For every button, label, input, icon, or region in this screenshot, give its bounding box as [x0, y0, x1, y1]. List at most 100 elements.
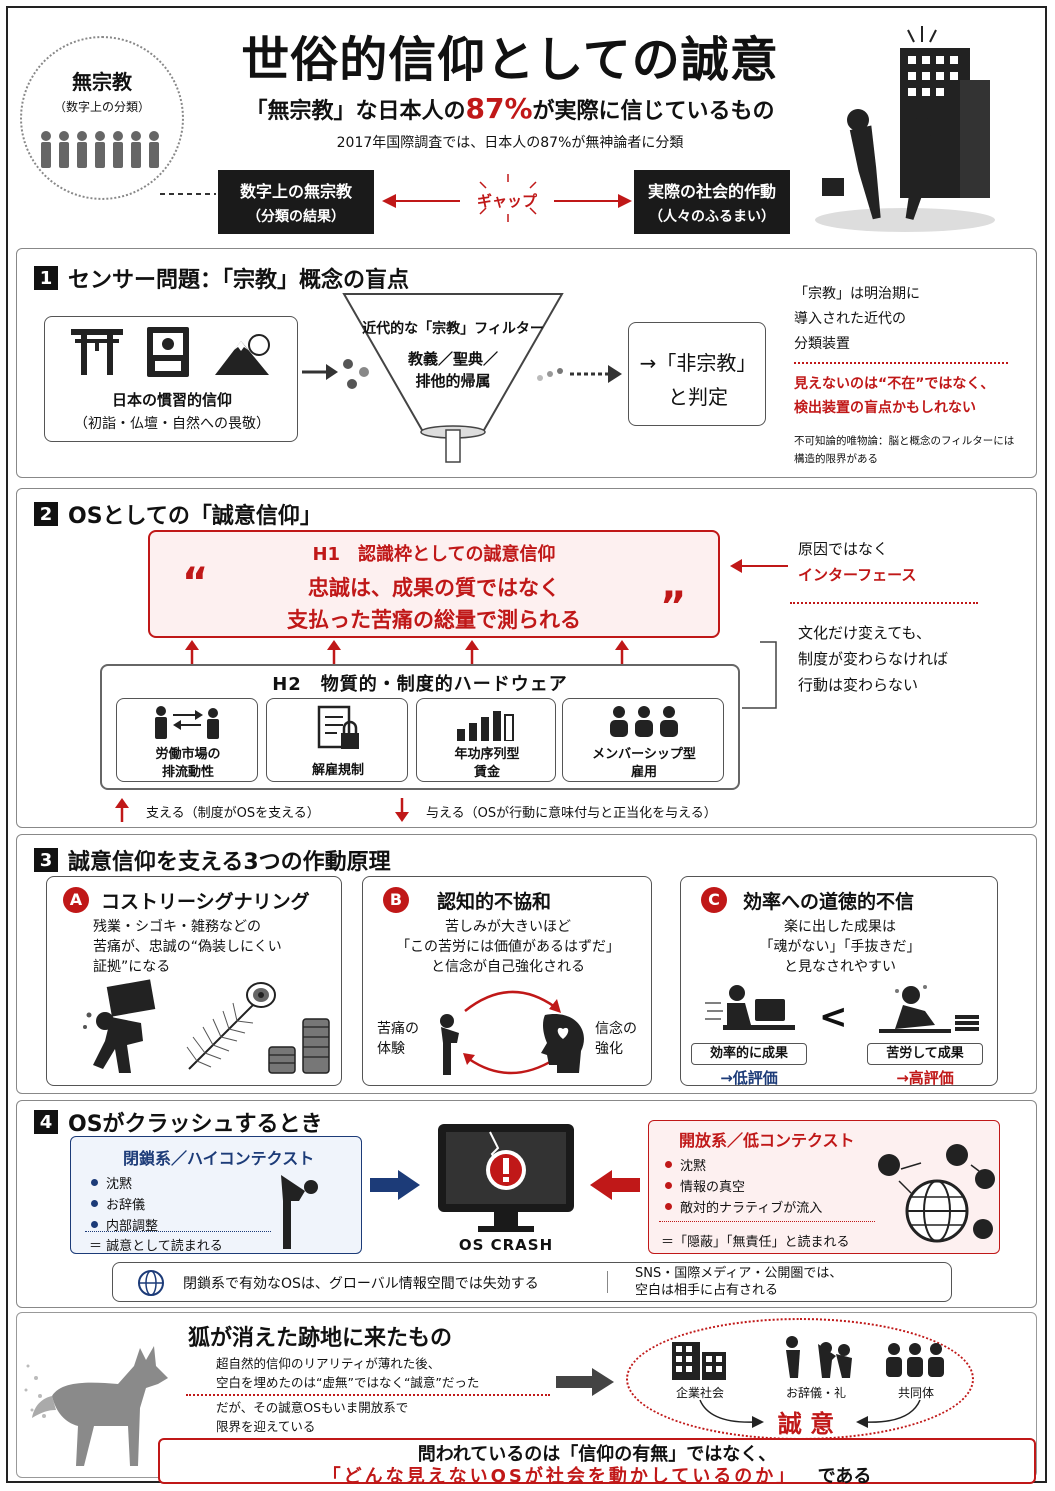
open-item: 敵対的ナラティブが流入	[665, 1197, 822, 1216]
arrow-closed-to-crash	[370, 1170, 420, 1200]
h2-frame: H2 物質的・制度的ハードウェア	[100, 664, 740, 790]
final-message-box: 問われているのは「信仰の有無」ではなく、 「どんな見えないOSが社会を動かしてい…	[158, 1438, 1036, 1487]
s1-note-2: 導入された近代の	[794, 311, 906, 327]
final-line-2-tail: である	[817, 1466, 872, 1487]
s5-l2: 空白を埋めたのは“虚無”ではなく“誠意”だった	[216, 1375, 480, 1390]
section-2-header: 2 OSとしての「誠意信仰」	[34, 498, 322, 530]
card-4-l2: 雇用	[630, 765, 657, 780]
s5-text-1: 超自然的信仰のリアリティが薄れた後、 空白を埋めたのは“虚無”ではなく“誠意”だ…	[216, 1354, 479, 1392]
filter-title: 近代的な「宗教」フィルター	[362, 321, 544, 337]
up-arrows-h2	[185, 640, 629, 666]
section-3-title: 誠意信仰を支える3つの作動原理	[68, 850, 391, 875]
final-line-2: 「どんな見えないOSが社会を動かしているのか」 である	[160, 1462, 1034, 1488]
result-line-2: と判定	[668, 385, 728, 409]
s1-red-note-2: 検出装置の盲点かもしれない	[794, 400, 976, 416]
bowing-pair-icon	[786, 1336, 852, 1378]
open-item: 情報の真空	[665, 1176, 822, 1195]
global-bar: 閉鎖系で有効なOSは、グローバル情報空間では失効する SNS・国際メディア・公開…	[112, 1262, 952, 1302]
section-4-title: OSがクラッシュするとき	[68, 1112, 323, 1137]
gap-label: ギャップ	[476, 192, 537, 210]
global-bar-left: 閉鎖系で有効なOSは、グローバル情報空間では失効する	[183, 1276, 539, 1292]
principle-c-title: 効率への道徳的不信	[743, 891, 915, 913]
badge-b: B	[383, 887, 409, 913]
struggle-label: 苦労して成果	[867, 1043, 983, 1065]
section-3	[16, 834, 1037, 1094]
circle-subtitle: （数字上の分類）	[53, 100, 150, 114]
card-1-l1: 労働市場の	[155, 747, 221, 762]
s5-l1: 超自然的信仰のリアリティが薄れた後、	[216, 1356, 441, 1371]
belief-l2: 強化	[595, 1041, 623, 1057]
closed-item: 沈黙	[91, 1173, 158, 1192]
section-1-number: 1	[34, 266, 58, 290]
section-4	[16, 1100, 1037, 1308]
dots-in	[343, 359, 369, 389]
open-quote: “	[182, 560, 209, 606]
bracket-line	[742, 641, 777, 709]
principle-c-l1: 楽に出した成果は	[784, 919, 896, 935]
custom-beliefs-label: 日本の慣習的信仰	[111, 391, 232, 409]
people-transfer-icon	[155, 706, 219, 739]
global-bar-right: SNS・国際メディア・公開圏では、 空白は相手に占有される	[635, 1265, 842, 1299]
community-label: 共同体	[897, 1386, 934, 1400]
closed-list: 沈黙 お辞儀 内部調整	[91, 1171, 158, 1236]
badge-c: C	[701, 887, 727, 913]
card-4-l1: メンバーシップ型	[592, 747, 696, 762]
bar-chart-icon	[457, 711, 514, 741]
give-label: 与える（OSが行動に意味付与と正当化を与える）	[426, 806, 717, 821]
card-labor-market: 労働市場の 排流動性	[116, 698, 258, 782]
efficient-eval: →低評価	[720, 1069, 778, 1087]
principle-b-card: B 認知的不協和 苦しみが大きいほど 「この苦労には価値があるはずだ」 と信念が…	[362, 876, 652, 1086]
section-2-title: OSとしての「誠意信仰」	[68, 504, 322, 529]
s1-note-1: 「宗教」は明治期に	[794, 286, 920, 302]
principle-c-text: 楽に出した成果は 「魂がない」「手抜きだ」 と見なされやすい	[681, 917, 999, 977]
funnel-icon	[342, 293, 564, 463]
s2-side-bottom: 文化だけ変えても、 制度が変わらなければ 行動は変わらない	[798, 620, 948, 698]
social-box-line1: 実際の社会的作動	[647, 182, 776, 201]
subtitle-prefix: 「無宗教」な日本人の	[245, 99, 466, 124]
burst-lines	[479, 174, 537, 222]
open-list: 沈黙 情報の真空 敵対的ナラティブが流入	[665, 1153, 822, 1218]
people-icon	[41, 131, 159, 168]
section-4-number: 4	[34, 1110, 58, 1134]
s2-side-4: 制度が変わらなければ	[798, 650, 949, 668]
section-2	[16, 488, 1037, 828]
office-bowing-illustration	[815, 26, 995, 232]
principle-c-l3: と見なされやすい	[784, 959, 896, 975]
closed-title: 閉鎖系／ハイコンテクスト	[123, 1149, 315, 1168]
principle-a-l3: 証拠”になる	[93, 959, 171, 975]
s1-red-note: 見えないのは“不在”ではなく、 検出装置の盲点かもしれない	[794, 372, 994, 420]
final-line-2-main: 「どんな見えないOSが社会を動かしているのか」	[322, 1466, 798, 1487]
section-1-title: センサー問題：「宗教」概念の盲点	[68, 268, 410, 293]
s2-side-3: 文化だけ変えても、	[798, 624, 932, 642]
subtitle-highlight: 87%	[465, 92, 533, 125]
closed-item: 内部調整	[91, 1215, 158, 1234]
arrow-to-sincerity	[556, 1368, 614, 1396]
section-5-title: 狐が消えた跡地に来たもの	[188, 1326, 453, 1351]
arrow-to-filter	[302, 364, 338, 380]
bow-label: お辞儀・礼	[785, 1386, 846, 1400]
peacock-feather-icon	[186, 982, 276, 1070]
subtitle-suffix: が実際に信じているもの	[532, 99, 775, 124]
card-3-l1: 年功序列型	[454, 747, 520, 762]
section-4-header: 4 OSがクラッシュするとき	[34, 1106, 323, 1138]
less-than-sign: <	[819, 997, 848, 1037]
card-1-l2: 排流動性	[161, 765, 214, 780]
section-3-number: 3	[34, 848, 58, 872]
custom-beliefs-sublabel: （初詣・仏壇・自然への畏敬）	[74, 416, 270, 432]
os-crash-label: OS CRASH	[458, 1236, 554, 1254]
globe-chat-icon	[878, 1144, 995, 1243]
principle-b-text: 苦しみが大きいほど 「この苦労には価値があるはずだ」 と信念が自己強化される	[363, 917, 653, 977]
survey-note: 2017年国際調査では、日本人の87%が無神論者に分類	[336, 135, 684, 151]
final-line-1: 問われているのは「信仰の有無」ではなく、	[417, 1444, 777, 1465]
principle-c-l2: 「魂がない」「手抜きだ」	[759, 939, 921, 955]
cycle-arrows	[440, 990, 584, 1075]
principle-a-text: 残業・シゴキ・雑務などの 苦痛が、忠誠の“偽装しにくい 証拠”になる	[93, 917, 282, 977]
belief-strengthen-label: 信念の 強化	[595, 1019, 637, 1059]
s2-divider	[790, 602, 978, 604]
mountain-icon	[215, 334, 270, 375]
company-label: 企業社会	[675, 1386, 724, 1400]
support-up-arrow	[115, 798, 129, 822]
closed-item: お辞儀	[91, 1194, 158, 1213]
document-lock-icon	[317, 705, 359, 749]
burdened-person-icon	[83, 979, 156, 1073]
